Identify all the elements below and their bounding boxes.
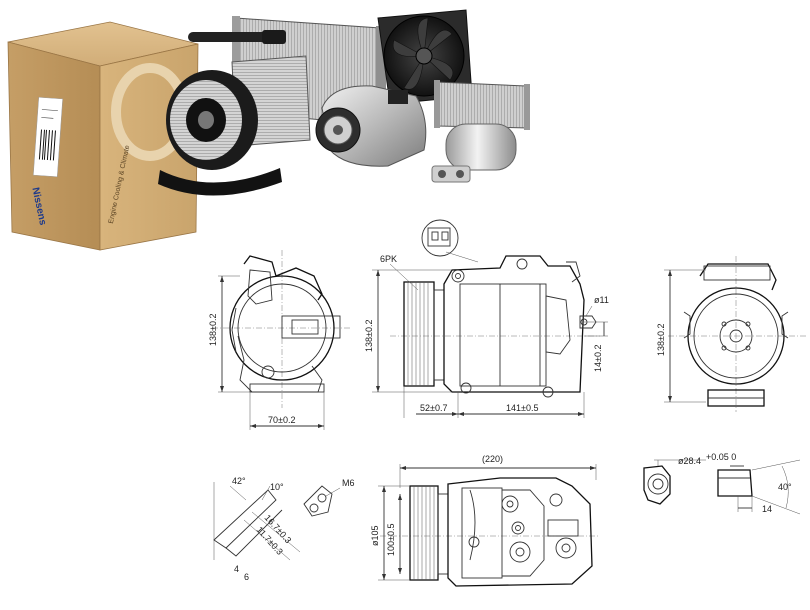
front-view-drawing: 138±0.2 70±0.2 [208,250,350,430]
pulley-diameter-label: ø105 [370,525,380,546]
blower-motor-photo [158,70,282,196]
port-diameter-label: ø11 [594,295,609,305]
compressor-photo [315,85,427,167]
belt-type-label: 6PK [380,254,397,264]
bottom-6-label: 6 [244,572,249,582]
front-width-label: 70±0.2 [268,415,295,425]
heater-core-photo [434,80,530,130]
body-diameter-label: 100±0.5 [386,524,396,556]
angle-40-label: 40° [778,482,792,492]
bottom-4-label: 4 [234,564,239,574]
side-view-drawing: 6PK 138±0.2 ø11 14±0.2 52±0.7 141±0.5 [364,219,609,418]
rear-height-label: 138±0.2 [656,324,666,356]
radiator-fan-photo [377,9,473,105]
port-offset-label: 14±0.2 [593,345,603,372]
angle-10-label: 10° [270,482,284,492]
bolt-hole-label: ø28.4 [678,456,701,466]
side-height-label: 138±0.2 [364,320,374,352]
bolt-m6-label: M6 [342,478,355,488]
product-photo: Nissens Engine Cooling & Climate [7,9,530,251]
rear-view-drawing: 138±0.2 [656,256,806,412]
body-length-label: 141±0.5 [506,403,538,413]
front-height-label: 138±0.2 [208,314,218,346]
bottom-view-drawing: (220) ø105 100±0.5 [370,454,600,587]
thread-detail-drawing: 42° 10° 16.7±0.3 11.7±0.3 4 6 M6 [213,476,355,582]
pulley-length-label: 52±0.7 [420,403,447,413]
bolt-hole-tolerance: +0.05 0 [706,452,736,462]
total-length-label: (220) [482,454,503,464]
rear-14-label: 14 [762,504,772,514]
receiver-drier-photo [431,123,517,183]
port-flange-drawing: ø28.4 +0.05 0 40° 14 [643,452,801,515]
connector-detail [421,219,479,263]
angle-42-label: 42° [232,476,246,486]
